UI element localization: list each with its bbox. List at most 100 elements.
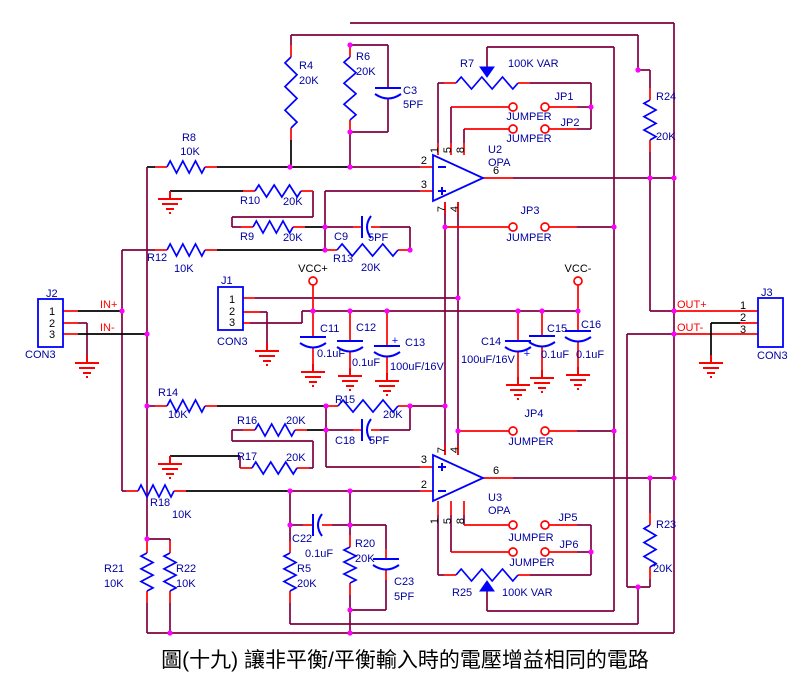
junction-dot [347,42,353,48]
label-opamps-U2-pin_out: 6 [493,165,499,177]
junction-dot [287,488,293,494]
connector-J1-box [217,286,244,331]
resistor-R16-body [254,422,296,438]
label-components-C15-value: 0.1uF [541,349,569,361]
capacitor-C16-plate [564,336,592,343]
label-jumpers-JP1-label: JUMPER [506,111,551,123]
label-components-R13-ref: R13 [333,253,353,265]
label-connectors-J1-pins-1: 2 [229,306,235,318]
label-opamps-U3-ref: U3 [488,492,502,504]
resistor-R21-body [139,552,155,592]
label-connectors-J2-pins-0: 1 [49,306,55,318]
label-components-C23-ref: C23 [394,576,414,588]
label-polarity: + [392,335,398,347]
label-components-C13-ref: C13 [405,337,425,349]
junction-dot [671,308,677,314]
label-components-C11-value: 0.1uF [317,348,345,360]
junction-dot [323,427,329,433]
jumper-pin-icon [508,547,518,557]
label-jumpers-JP4-ref: JP4 [525,408,544,420]
label-components-R7-ref: R7 [460,58,474,70]
label-components-C16-value: 0.1uF [576,349,604,361]
label-connectors-J1-pins-0: 1 [229,294,235,306]
jumper-pin-icon [540,520,550,530]
junction-dot [442,224,448,230]
label-opamps-U2-pins_bottom-0: 7 [436,206,448,212]
junction-dot [322,224,328,230]
junction-dot [323,403,329,409]
label-jumpers-JP1-ref: JP1 [555,91,574,103]
label-components-R16-value: 20K [286,415,306,427]
resistor-R8-body [166,159,206,175]
junction-dot [144,403,150,409]
label-components-C14-value: 100uF/16V [461,354,515,366]
junction-dot [635,67,641,73]
junction-dot [588,104,594,110]
label-connectors-J2-ref: J2 [46,288,58,300]
label-jumpers-JP5-label: JUMPER [508,532,553,544]
junction-dot [407,247,413,253]
label-components-R12-value: 10K [174,263,194,275]
resistor-R22-body [162,552,178,592]
capacitor-C11-plate [299,342,327,349]
junction-dot [322,247,328,253]
junction-dot [347,129,353,135]
resistor-R5-body [282,552,298,592]
label-components-R17-ref: R17 [237,451,257,463]
junction-dot [671,475,677,481]
label-components-R20-ref: R20 [355,538,375,550]
label-opamps-U3-pins_bottom-2: 8 [455,518,467,524]
label-opamps-U2-pins_bottom-1: 4 [449,206,461,212]
resistor-R4-body [283,56,299,129]
label-nets-in_minus: IN- [100,322,115,334]
label-jumpers-JP6-label: JUMPER [509,557,554,569]
label-components-R25-ref: R25 [452,587,472,599]
label-opamps-U2-pins_top-2: 8 [455,147,467,153]
junction-dot [647,475,653,481]
label-connectors-J3-type: CON3 [757,350,788,362]
junction-dot [347,607,353,613]
junction-dot [611,428,617,434]
label-components-R5-value: 20K [297,578,317,590]
label-components-C13-value: 100uF/16V [390,361,444,373]
label-components-R14-value: 10K [168,409,188,421]
junction-dot [671,175,677,181]
connector-J3-box [757,297,784,348]
capacitor-C13-plate [373,351,401,358]
label-components-R22-value: 10K [176,578,196,590]
junction-dot [407,403,413,409]
label-components-R24-ref: R24 [656,91,676,103]
potentiometer-wiper-icon-R7 [479,66,495,78]
capacitor-C15-plate [528,341,556,348]
label-opamps-U3-pin_out: 6 [493,465,499,477]
label-connectors-J1-pins-2: 3 [229,317,235,329]
jumper-pin-icon [540,547,550,557]
jumper-pin-icon [508,102,518,112]
label-components-R18-ref: R18 [150,497,170,509]
capacitor-C12-plate [336,346,364,353]
potentiometer-wiper-icon-R25 [479,580,495,592]
resistor-R13-body [336,242,399,258]
label-jumpers-JP5-ref: JP5 [559,512,578,524]
label-opamps-U2-pin_inv: 2 [421,155,427,167]
resistor-R14-body [166,398,206,414]
label-components-R25-value: 100K VAR [502,587,553,599]
label-jumpers-JP3-ref: JP3 [521,205,540,217]
label-components-R20-value: 20K [355,553,375,565]
label-components-R4-ref: R4 [299,60,313,72]
junction-dot [144,331,150,337]
label-components-R23-value: 20K [653,563,673,575]
label-components-R5-ref: R5 [297,563,311,575]
label-nets-out_minus: OUT- [677,322,704,334]
resistor-R18-body [137,483,175,499]
label-polarity: + [524,348,530,360]
label-nets-in_plus: IN+ [100,299,117,311]
junction-dot [310,308,316,314]
label-components-C11-ref: C11 [320,323,339,335]
label-power-vcc_minus: VCC- [565,263,592,275]
label-components-C16-ref: C16 [581,319,601,331]
label-components-C3-ref: C3 [403,85,417,97]
jumper-pin-icon [540,222,550,232]
label-components-C22-value: 0.1uF [305,548,333,560]
